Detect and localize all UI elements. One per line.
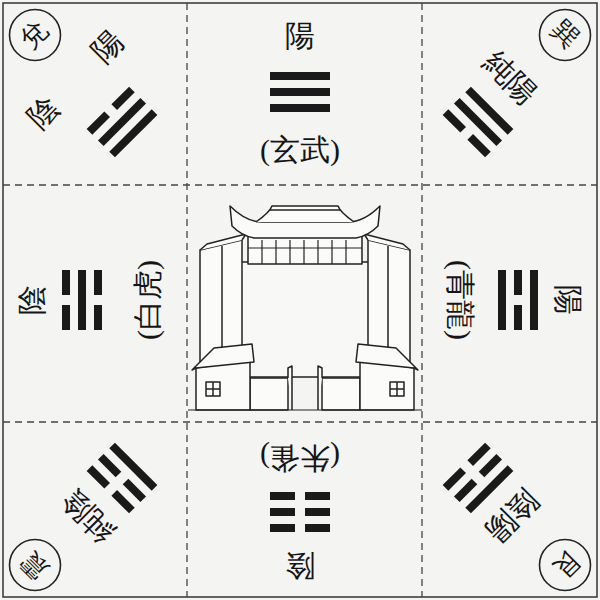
- grid-cell: 巽純陽: [422, 3, 597, 185]
- cell-label: (青龍): [445, 260, 475, 340]
- grid-cell: 陰 (白虎): [3, 185, 187, 422]
- cell-label: 陰: [23, 91, 65, 133]
- trigram-zhen: [87, 443, 158, 514]
- trigram-kun: [270, 492, 330, 532]
- cell-label: (玄武): [260, 135, 340, 165]
- cell-label: 純陰: [56, 484, 120, 548]
- cell-label: (白虎): [133, 260, 163, 340]
- trigram-xun: [443, 87, 514, 158]
- trigram-name-circle: 巽: [538, 8, 592, 62]
- courtyard-house: [188, 206, 422, 410]
- trigram-li: [498, 270, 538, 330]
- trigram-name-circle: 兌: [8, 8, 62, 62]
- grid-cell: 陽 (玄武): [187, 3, 422, 185]
- grid-cell: (朱雀) 陰: [187, 422, 422, 597]
- trigram-name-circle: 震: [8, 538, 62, 592]
- grid-cell: 兌陽陰: [3, 3, 187, 185]
- cell-label: 陽: [87, 25, 129, 67]
- grid-cell: 震純陰: [3, 422, 187, 597]
- trigram-kan: [62, 270, 102, 330]
- cell-label: 陽: [285, 21, 315, 51]
- outer-frame: [3, 3, 597, 597]
- circle-outline: [10, 10, 61, 61]
- trigram-name-circle: 艮: [538, 538, 592, 592]
- cell-label: 陽: [553, 285, 583, 315]
- grid-lines: [3, 3, 597, 597]
- trigram-qian: [270, 72, 330, 112]
- trigram-dui: [87, 87, 158, 158]
- cell-label: (朱雀): [260, 443, 340, 473]
- cell-label: 純陽: [478, 46, 542, 110]
- cell-label: 陰陽: [480, 484, 544, 548]
- grid-cell: (青龍) 陽: [422, 185, 597, 422]
- cell-label: 陰: [17, 285, 47, 315]
- circle-outline: [540, 540, 591, 591]
- circle-outline: [10, 540, 61, 591]
- cell-label: 陰: [285, 551, 315, 581]
- circle-outline: [540, 10, 591, 61]
- grid-cell: 艮陰陽: [422, 422, 597, 597]
